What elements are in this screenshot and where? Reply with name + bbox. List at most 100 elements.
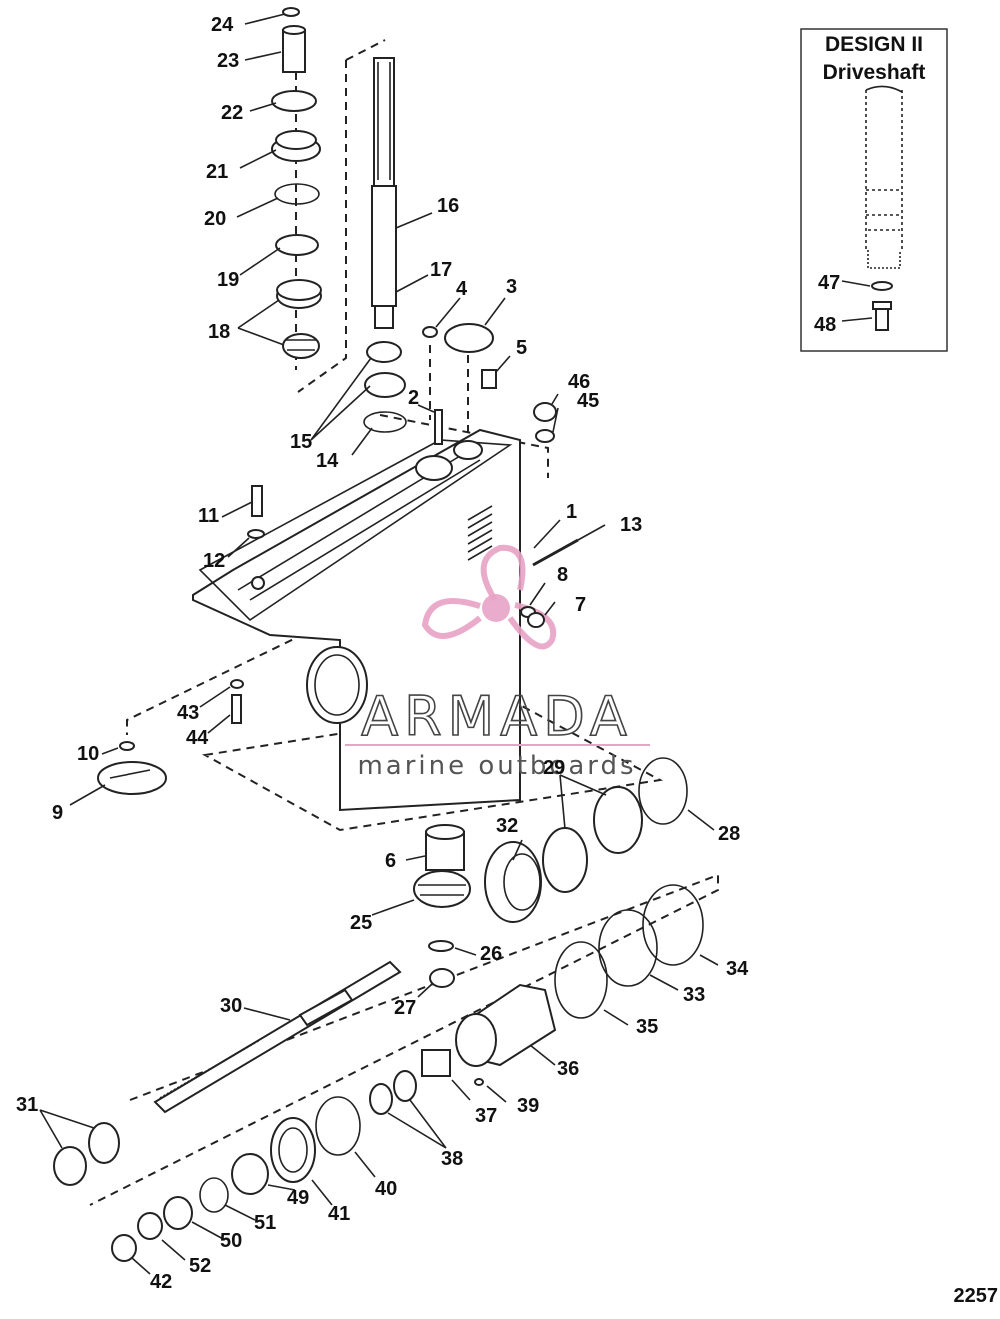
callout-7: 7 bbox=[575, 594, 586, 616]
callout-34: 34 bbox=[726, 958, 749, 980]
callout-25: 25 bbox=[350, 912, 372, 934]
callout-37: 37 bbox=[475, 1105, 497, 1127]
part-31-reverse-gear bbox=[88, 1122, 120, 1164]
drawing-number: 2257 bbox=[954, 1285, 999, 1307]
inset-washer-47 bbox=[871, 281, 893, 291]
driveshaft bbox=[363, 57, 557, 445]
watermark-brand: ARMADA bbox=[361, 685, 633, 748]
gearcase-bore-inner bbox=[314, 654, 360, 716]
gearcase-top-deck bbox=[198, 439, 513, 622]
callout-26: 26 bbox=[480, 943, 502, 965]
callout-3: 3 bbox=[506, 276, 517, 298]
part-44-screw bbox=[231, 694, 242, 724]
callout-4: 4 bbox=[456, 278, 468, 300]
part-13-stud bbox=[532, 538, 579, 567]
callout-21: 21 bbox=[206, 161, 228, 183]
part-32-forward-gear bbox=[484, 841, 542, 923]
inset-driveshaft-top bbox=[865, 85, 903, 93]
part-50-thrust-washer bbox=[163, 1196, 193, 1230]
part-19-shim bbox=[275, 234, 319, 256]
part-15-bearing-race bbox=[366, 341, 402, 363]
part-51-spacer bbox=[199, 1177, 229, 1213]
part-14-shim bbox=[363, 411, 407, 433]
callout-18: 18 bbox=[208, 321, 230, 343]
part-30-spline bbox=[159, 1039, 261, 1099]
part-40-tab-washer bbox=[315, 1096, 361, 1156]
leaders-propshaft bbox=[39, 954, 719, 1275]
callout-12: 12 bbox=[203, 550, 225, 572]
inset-driveshaft-spline bbox=[867, 250, 901, 269]
part-25-teeth bbox=[418, 884, 466, 896]
armada-watermark: ARMADA marine outboards bbox=[345, 544, 650, 781]
driveshaft-detail bbox=[377, 62, 391, 180]
part-32-gear-hub bbox=[503, 853, 541, 911]
callout-11: 11 bbox=[198, 505, 219, 527]
part-46-nut bbox=[533, 402, 557, 422]
callout-5: 5 bbox=[516, 337, 527, 359]
part-20-shim bbox=[274, 183, 320, 205]
part-16-driveshaft-upper bbox=[373, 57, 395, 187]
part-11-screw bbox=[251, 485, 263, 517]
part-24-retaining-ring bbox=[282, 7, 300, 17]
callout-1: 1 bbox=[566, 501, 577, 523]
part-37-bearing bbox=[421, 1049, 451, 1077]
part-7-nut bbox=[527, 612, 545, 628]
part-34-shim bbox=[642, 884, 704, 966]
propeller-hub bbox=[482, 594, 510, 622]
leaders-left bbox=[69, 686, 231, 806]
callout-13: 13 bbox=[620, 514, 642, 536]
design-ii-inset: DESIGN II Driveshaft 47 48 bbox=[800, 28, 948, 352]
callout-15: 15 bbox=[290, 431, 312, 453]
part-9-trim-tab-fin bbox=[109, 769, 151, 779]
part-36-carrier-face bbox=[455, 1013, 497, 1067]
callout-24: 24 bbox=[211, 14, 234, 36]
callout-35: 35 bbox=[636, 1016, 658, 1038]
callout-22: 22 bbox=[221, 102, 243, 124]
part-49-thrust-hub bbox=[231, 1153, 269, 1195]
part-33-washer bbox=[598, 909, 658, 987]
side-parts bbox=[97, 485, 579, 795]
guide-water-tube bbox=[429, 345, 469, 440]
guide-driveshaft-cap bbox=[345, 39, 386, 61]
leaders-gears bbox=[371, 774, 715, 998]
prop-blade-left bbox=[421, 598, 482, 639]
part-42-prop-nut bbox=[111, 1234, 137, 1262]
part-31-bearing bbox=[53, 1146, 87, 1186]
callout-23: 23 bbox=[217, 50, 239, 72]
leaders-gearcase bbox=[221, 501, 606, 616]
gearcase-housing bbox=[192, 428, 521, 812]
gearcase-body bbox=[192, 428, 521, 812]
part-17-pinion-spline bbox=[374, 305, 394, 329]
callout-27: 27 bbox=[394, 997, 416, 1019]
part-5-insert bbox=[481, 369, 497, 389]
part-38-seal-outer bbox=[393, 1070, 417, 1102]
part-39-pin bbox=[474, 1078, 484, 1086]
part-18-bearing-cone bbox=[282, 333, 320, 359]
callout-43: 43 bbox=[177, 702, 199, 724]
callout-20: 20 bbox=[204, 208, 226, 230]
part-9-trim-tab bbox=[97, 761, 167, 795]
callout-49: 49 bbox=[287, 1187, 309, 1209]
callout-10: 10 bbox=[77, 743, 99, 765]
part-41-retainer-nut bbox=[270, 1117, 316, 1183]
part-6-bearing-top bbox=[425, 824, 465, 840]
part-23-sleeve bbox=[282, 29, 306, 73]
leader-lines bbox=[39, 13, 719, 1275]
callout-32: 32 bbox=[496, 815, 518, 837]
callout-33: 33 bbox=[683, 984, 705, 1006]
part-27-nut bbox=[429, 968, 455, 988]
part-28-shim bbox=[638, 757, 688, 825]
callout-17: 17 bbox=[430, 259, 452, 281]
part-35-o-ring bbox=[554, 941, 608, 1019]
part-23-sleeve-top bbox=[282, 25, 306, 35]
callout-50: 50 bbox=[220, 1230, 242, 1252]
callout-30: 30 bbox=[220, 995, 242, 1017]
part-22-o-ring bbox=[271, 90, 317, 112]
part-41-inner bbox=[278, 1127, 308, 1173]
part-45-washer bbox=[535, 429, 555, 443]
gearcase-bore bbox=[306, 646, 368, 724]
driveshaft-port bbox=[415, 455, 453, 481]
part-26-washer bbox=[428, 940, 454, 952]
part-30-propeller-shaft bbox=[153, 960, 402, 1114]
